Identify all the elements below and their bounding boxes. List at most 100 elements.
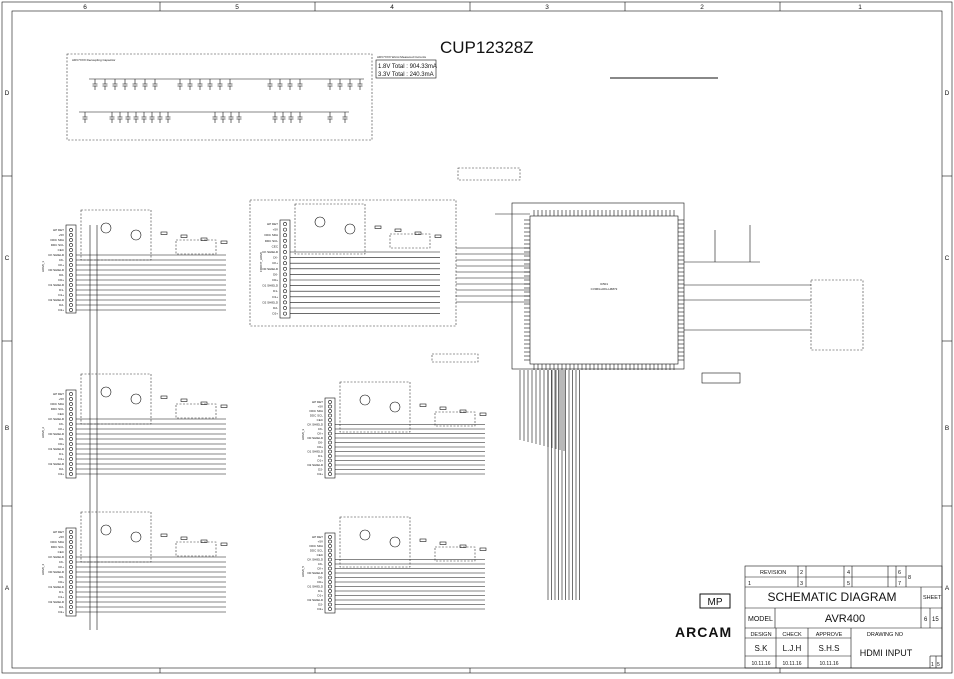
pin-label: D1 SHIELD: [48, 447, 64, 451]
pin-circle: [328, 400, 332, 404]
pin-circle: [69, 263, 73, 267]
esd-area: [339, 516, 411, 568]
pin-circle: [69, 550, 73, 554]
approve-label: APPROVE: [816, 632, 843, 638]
front-hdmi-connector[interactable]: [279, 219, 291, 319]
pin-circle: [328, 445, 332, 449]
resistor: [200, 401, 208, 405]
pin-label: CK SHIELD: [48, 253, 65, 257]
resistor: [180, 536, 188, 540]
pin-label: D1-: [59, 590, 64, 594]
zone-row-c-right: C: [945, 255, 950, 262]
transistor: [100, 524, 112, 536]
signal-wires: [89, 213, 811, 630]
pin-label: HP DET: [312, 535, 323, 539]
sheet-number: 6: [924, 617, 928, 623]
front-hdmi-dashed-area: [249, 199, 457, 327]
pin-circle: [328, 589, 332, 593]
pin-circle: [328, 539, 332, 544]
pin-label: D1 SHIELD: [48, 585, 64, 589]
pin-circle: [328, 449, 332, 454]
resistor: [160, 533, 168, 537]
pin-circle: [328, 413, 332, 418]
pin-circle: [69, 472, 73, 476]
pin-circle: [283, 250, 287, 254]
transistor: [130, 229, 142, 241]
pin-circle: [69, 595, 73, 599]
current-note-line1: 1.8V Total : 904.33mA: [378, 64, 437, 70]
pin-circle: [283, 289, 287, 294]
pin-circle: [69, 610, 73, 614]
resistor: [394, 228, 402, 232]
hdmi-connector-2[interactable]: [65, 389, 77, 479]
approver: S.H.S: [819, 644, 840, 653]
pin-circle: [69, 273, 73, 277]
pin-circle: [69, 432, 73, 436]
pin-label: D2 SHIELD: [48, 600, 64, 604]
resistor: [200, 237, 208, 241]
pin-circle: [69, 268, 73, 272]
pin-label: CK SHIELD: [307, 423, 324, 427]
pin-label: +5V: [318, 540, 323, 544]
pin-label: D1-: [318, 589, 323, 593]
rev-cell-5: 5: [847, 581, 850, 587]
pin-circle: [69, 422, 73, 426]
rev-cell-6: 6: [898, 570, 901, 576]
transistor: [314, 216, 326, 228]
pin-circle: [69, 575, 73, 579]
hdmi-connector-3[interactable]: [324, 397, 336, 479]
pin-circle: [328, 562, 332, 566]
esd-area: [80, 511, 152, 563]
pin-label: +5V: [318, 405, 323, 409]
pin-label: CK-: [273, 256, 278, 260]
pin-label: D2-: [59, 467, 64, 471]
zone-row-d-right: D: [945, 90, 950, 97]
pin-circle: [69, 427, 73, 431]
resistor: [439, 541, 447, 545]
front-power-note-box: [431, 353, 479, 363]
pin-label: CK-: [59, 258, 64, 262]
pin-circle: [69, 600, 73, 604]
pin-label: D1+: [317, 594, 323, 598]
pin-circle: [69, 308, 73, 312]
title-block: [744, 565, 943, 669]
pin-label: D1-: [318, 454, 323, 458]
zone-row-b-left: B: [5, 425, 9, 432]
pin-circle: [69, 288, 73, 292]
pin-circle: [283, 244, 287, 249]
current-note-title: ADV7XXX Worst Measured Currents: [377, 55, 426, 59]
pin-circle: [69, 243, 73, 247]
pin-circle: [69, 258, 73, 262]
pin-circle: [328, 422, 332, 427]
pin-label: D0-: [59, 575, 64, 579]
resistor: [414, 231, 422, 235]
pin-label: DDC SCL: [310, 414, 324, 418]
pin-circle: [69, 585, 73, 589]
resistor: [160, 395, 168, 399]
pin-label: CEC: [58, 550, 65, 554]
pin-label: D0+: [317, 580, 323, 584]
pin-circle: [69, 605, 73, 609]
cec-area: [175, 239, 217, 255]
pin-circle: [69, 535, 73, 539]
pin-label: DDC SDA: [50, 540, 64, 544]
pin-circle: [69, 392, 73, 396]
pin-circle: [328, 431, 332, 436]
designer: S.K: [755, 644, 769, 653]
pin-circle: [283, 294, 287, 299]
pin-circle: [328, 571, 332, 575]
pin-label: D2-: [59, 605, 64, 609]
hdmi-connector-4[interactable]: [65, 527, 77, 617]
hdmi-connector-5[interactable]: [324, 532, 336, 614]
resistor: [180, 234, 188, 238]
hdmi-connector-1[interactable]: [65, 224, 77, 314]
pin-label: HP DET: [312, 400, 323, 404]
pin-circle: [328, 404, 332, 409]
pin-circle: [69, 298, 73, 302]
pin-circle: [283, 227, 287, 232]
pin-label: D1-: [59, 452, 64, 456]
